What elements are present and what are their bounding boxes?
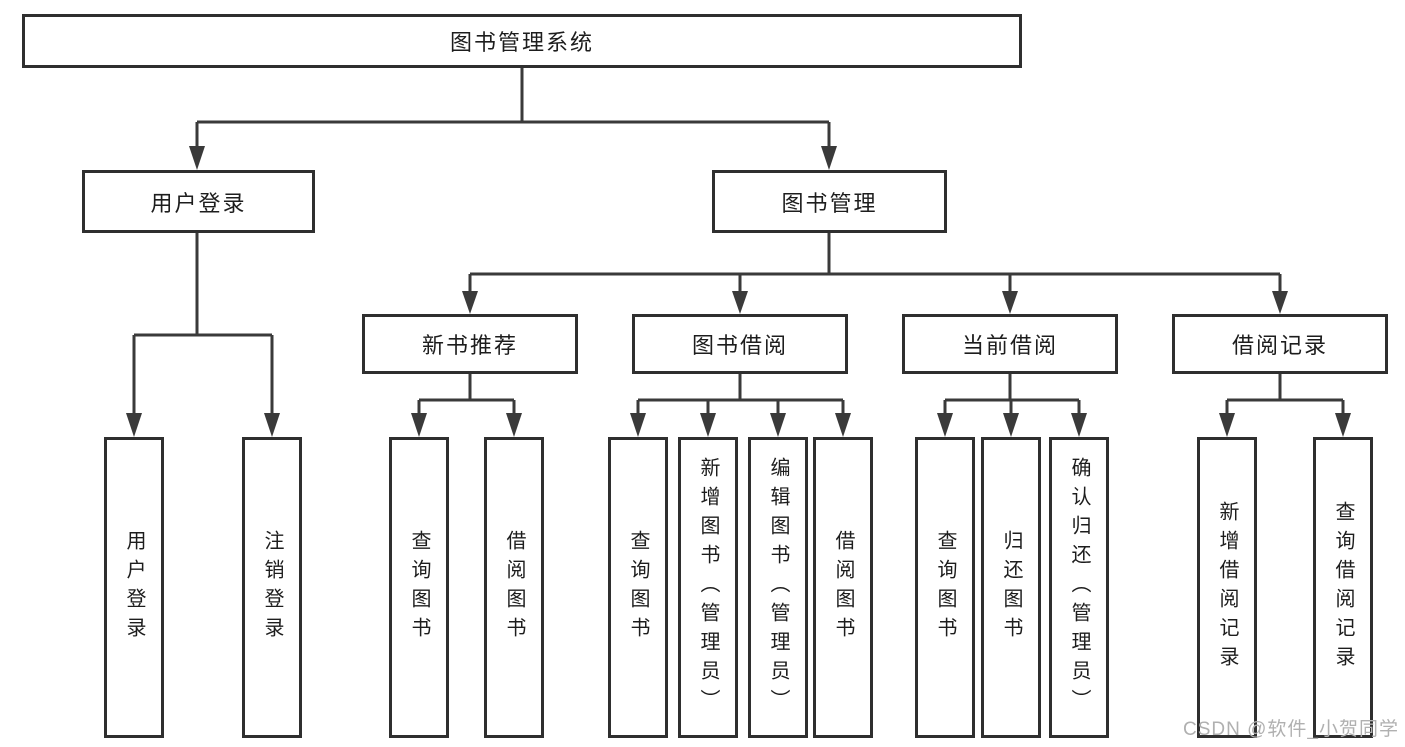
leaf-label: 编辑图书（管理员） [767,457,789,718]
leaf-edit-books-admin: 编辑图书（管理员） [748,437,808,738]
leaf-query-books-3: 查询图书 [915,437,975,738]
node-label: 图书管理 [781,190,878,216]
leaf-label: 新增图书（管理员） [697,457,719,718]
leaf-return-books: 归还图书 [981,437,1041,738]
leaf-borrow-books-1: 借阅图书 [484,437,544,738]
leaf-query-books-2: 查询图书 [608,437,668,738]
connector-book-borrowing-to-leaves [630,374,851,437]
connector-current-borrowing-to-leaves [937,374,1087,437]
leaf-user-login: 用户登录 [104,437,164,738]
node-borrowing-records: 借阅记录 [1172,314,1388,374]
node-library-management-system: 图书管理系统 [22,14,1022,68]
node-label: 用户登录 [150,190,247,216]
leaf-label: 注销登录 [261,529,283,646]
connector-root-to-level2 [189,68,837,170]
node-label: 图书借阅 [691,333,788,358]
node-label: 当前借阅 [961,333,1058,358]
leaf-label: 查询图书 [627,529,649,646]
node-current-borrowing: 当前借阅 [902,314,1118,374]
leaf-confirm-return-admin: 确认归还（管理员） [1049,437,1109,738]
leaf-label: 查询图书 [934,529,956,646]
leaf-label: 借阅图书 [503,529,525,646]
node-user-login: 用户登录 [82,170,315,233]
node-label: 新书推荐 [421,333,518,358]
leaf-add-books-admin: 新增图书（管理员） [678,437,738,738]
connector-new-book-to-leaves [411,374,522,437]
leaf-label: 查询借阅记录 [1332,500,1354,675]
node-label: 借阅记录 [1231,333,1328,358]
connector-user-login-to-leaves [126,233,280,437]
node-new-book-recommendation: 新书推荐 [362,314,578,374]
leaf-label: 用户登录 [123,529,145,646]
node-book-management: 图书管理 [712,170,947,233]
leaf-query-borrow-record: 查询借阅记录 [1313,437,1373,738]
connector-book-management-to-level3 [462,233,1288,314]
connector-borrowing-records-to-leaves [1219,374,1351,437]
leaf-logout: 注销登录 [242,437,302,738]
leaf-add-borrow-record: 新增借阅记录 [1197,437,1257,738]
leaf-query-books-1: 查询图书 [389,437,449,738]
leaf-borrow-books-2: 借阅图书 [813,437,873,738]
leaf-label: 确认归还（管理员） [1068,457,1090,718]
leaf-label: 新增借阅记录 [1216,500,1238,675]
node-label: 图书管理系统 [449,30,594,55]
csdn-watermark: CSDN @软件_小贺同学 [1183,719,1399,740]
leaf-label: 借阅图书 [832,529,854,646]
leaf-label: 归还图书 [1000,529,1022,646]
node-book-borrowing: 图书借阅 [632,314,848,374]
leaf-label: 查询图书 [408,529,430,646]
